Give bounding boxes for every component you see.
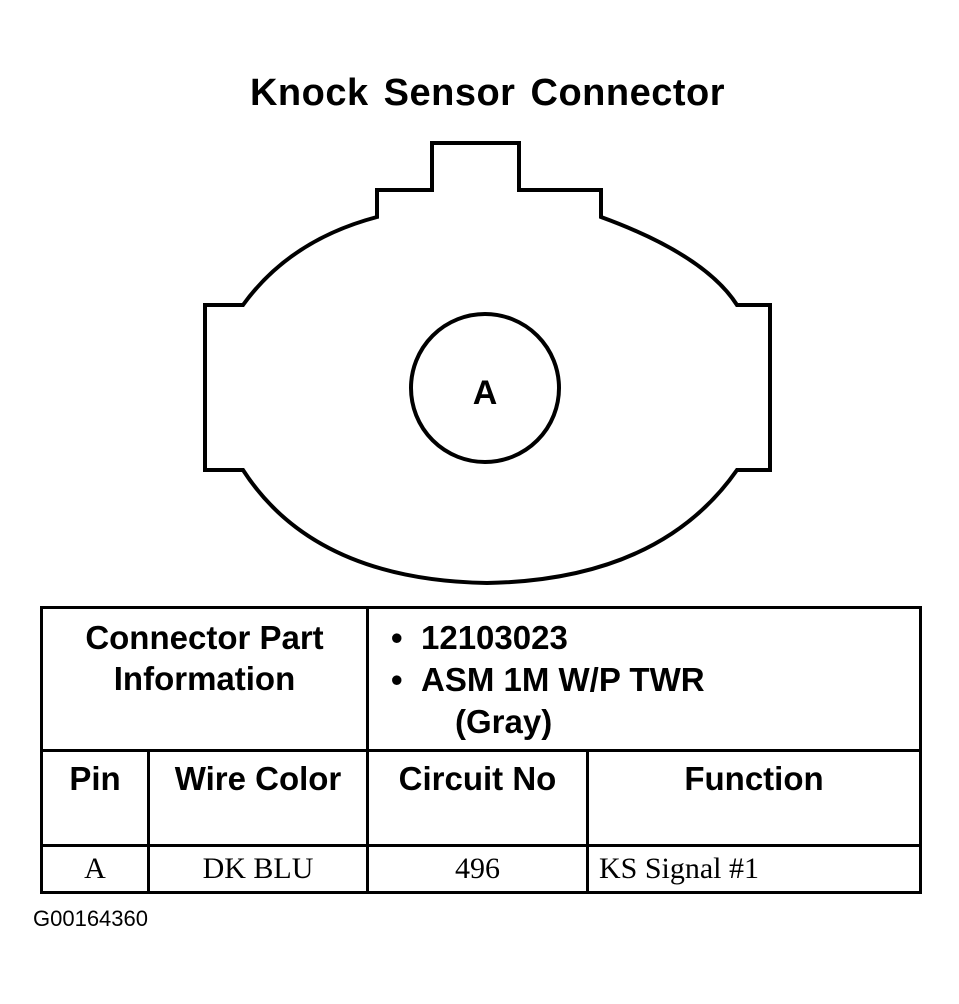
cell-function: KS Signal #1 (585, 844, 923, 894)
bullet-icon: • (391, 619, 403, 656)
connector-info-table: Connector Part Information • 12103023 • … (40, 606, 923, 894)
header-circuit-no: Circuit No (366, 749, 589, 847)
header-wire-color: Wire Color (147, 749, 369, 847)
part-number: 12103023 (421, 619, 568, 656)
part-info-label: Connector Part Information (40, 606, 369, 752)
part-info-values: • 12103023 • ASM 1M W/P TWR (Gray) (365, 606, 923, 752)
bullet-icon: • (391, 661, 403, 698)
part-info-row: Connector Part Information • 12103023 • … (40, 606, 923, 752)
part-description-item: • ASM 1M W/P TWR (391, 659, 919, 701)
column-header-row: Pin Wire Color Circuit No Function (40, 749, 923, 847)
part-color: (Gray) (455, 703, 553, 740)
diagram-title: Knock Sensor Connector (249, 72, 726, 114)
cell-wire-color: DK BLU (147, 844, 369, 894)
header-wire-color-text: Wire Color (174, 760, 342, 797)
cell-circuit-no: 496 (366, 844, 589, 894)
header-function: Function (585, 749, 923, 847)
part-description: ASM 1M W/P TWR (421, 661, 705, 698)
part-number-item: • 12103023 (391, 617, 919, 659)
cell-pin: A (40, 844, 150, 894)
table-row: A DK BLU 496 KS Signal #1 (40, 844, 923, 894)
figure-id: G00164360 (33, 906, 148, 931)
pin-cavity-label: A (473, 374, 498, 412)
connector-face-drawing: A (203, 141, 772, 586)
pin-cavity-a (409, 312, 561, 464)
connector-housing-outline (203, 141, 772, 586)
header-pin: Pin (40, 749, 150, 847)
